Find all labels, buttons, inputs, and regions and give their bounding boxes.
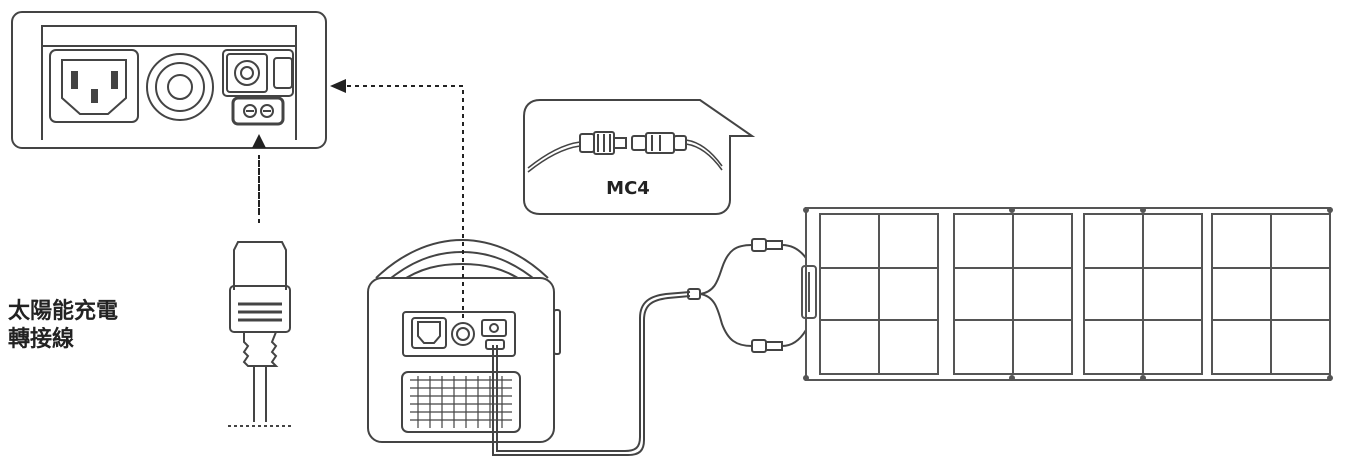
mc4-connector-icon <box>579 131 687 155</box>
cable-label-line1: 太陽能充電 <box>8 299 119 324</box>
panel-grommets <box>803 207 1333 381</box>
mc4-label: MC4 <box>606 178 650 199</box>
mc4-callout: MC4 <box>523 99 756 215</box>
solar-cable <box>492 238 807 456</box>
port-panel-closeup <box>11 11 327 149</box>
ac-outlet-icon <box>49 49 139 123</box>
station-to-panel-arrow <box>330 79 464 318</box>
panel-section-1 <box>819 213 939 375</box>
round-port-icon <box>146 53 214 121</box>
cable-label-line2: 轉接線 <box>8 327 75 352</box>
solar-panel <box>801 207 1333 381</box>
panel-section-3 <box>1083 213 1203 375</box>
panel-section-4 <box>1211 213 1331 375</box>
arrow-left-icon <box>330 79 346 93</box>
solar-adapter-connector <box>228 155 292 427</box>
solar-input-port-icon <box>222 49 294 97</box>
cable-label: 太陽能充電 轉接線 <box>8 298 118 354</box>
arrow-up-icon <box>252 134 266 148</box>
power-station <box>367 238 561 443</box>
anderson-port-icon <box>231 96 285 126</box>
panel-section-2 <box>953 213 1073 375</box>
